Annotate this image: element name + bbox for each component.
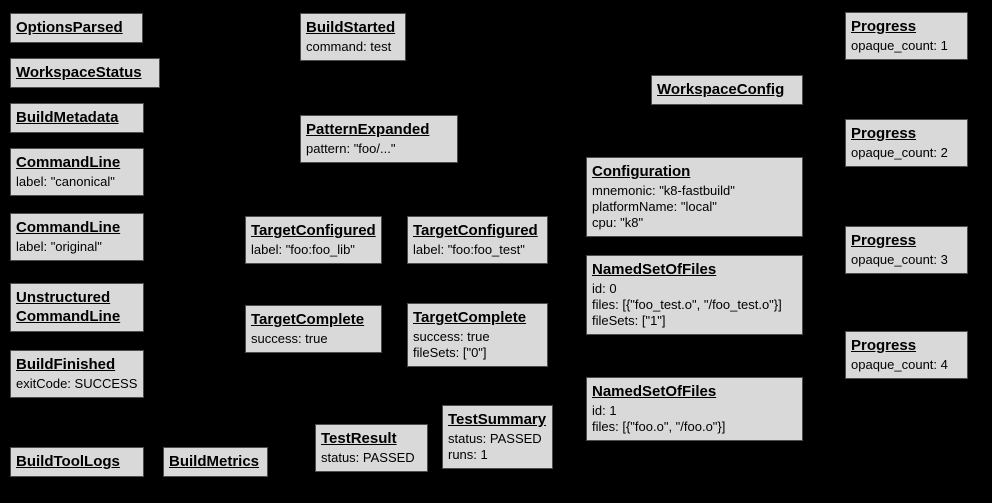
event-title: TargetComplete: [251, 311, 365, 328]
event-box-pattern-expanded: PatternExpanded pattern: "foo/...": [300, 115, 458, 163]
event-title: TargetConfigured: [413, 222, 538, 239]
event-fields: status: PASSED runs: 1: [448, 431, 542, 462]
event-box-build-tool-logs: BuildToolLogs: [10, 447, 144, 477]
event-title: PatternExpanded: [306, 121, 430, 138]
event-title: BuildFinished: [16, 356, 116, 373]
event-box-progress-2: Progress opaque_count: 2: [845, 119, 968, 167]
event-box-target-configured-foo-test: TargetConfigured label: "foo:foo_test": [407, 216, 548, 264]
event-title: CommandLine: [16, 154, 121, 171]
event-fields: id: 1 files: [{"foo.o", "/foo.o"}]: [592, 403, 726, 434]
event-title: BuildToolLogs: [16, 453, 120, 470]
event-fields: id: 0 files: [{"foo_test.o", "/foo_test.…: [592, 281, 782, 328]
event-box-unstructured-command-line: Unstructured CommandLine: [10, 283, 144, 332]
event-title: WorkspaceConfig: [657, 81, 785, 98]
event-title: NamedSetOfFiles: [592, 383, 717, 400]
event-fields: label: "foo:foo_lib": [251, 242, 355, 257]
event-box-progress-1: Progress opaque_count: 1: [845, 12, 968, 60]
event-fields: label: "foo:foo_test": [413, 242, 525, 257]
event-box-build-started: BuildStarted command: test: [300, 13, 406, 61]
event-box-named-set-of-files-0: NamedSetOfFiles id: 0 files: [{"foo_test…: [586, 255, 803, 335]
event-fields: command: test: [306, 39, 392, 54]
event-fields: opaque_count: 3: [851, 252, 948, 267]
event-box-command-line-canonical: CommandLine label: "canonical": [10, 148, 144, 196]
event-title: Progress: [851, 337, 917, 354]
event-fields: exitCode: SUCCESS: [16, 376, 138, 391]
event-title: WorkspaceStatus: [16, 64, 142, 81]
event-title: Configuration: [592, 163, 691, 180]
event-title: TestSummary: [448, 411, 547, 428]
event-box-target-complete-foo-test: TargetComplete success: true fileSets: […: [407, 303, 548, 367]
event-box-target-complete-foo-lib: TargetComplete success: true: [245, 305, 382, 353]
event-fields: opaque_count: 2: [851, 145, 948, 160]
event-title: BuildStarted: [306, 19, 396, 36]
event-title: NamedSetOfFiles: [592, 261, 717, 278]
event-box-progress-3: Progress opaque_count: 3: [845, 226, 968, 274]
event-title: BuildMetadata: [16, 109, 119, 126]
event-box-workspace-status: WorkspaceStatus: [10, 58, 160, 88]
event-title: Progress: [851, 232, 917, 249]
event-fields: mnemonic: "k8-fastbuild" platformName: "…: [592, 183, 735, 230]
event-box-target-configured-foo-lib: TargetConfigured label: "foo:foo_lib": [245, 216, 382, 264]
event-box-build-metadata: BuildMetadata: [10, 103, 144, 133]
event-fields: success: true: [251, 331, 328, 346]
event-fields: opaque_count: 4: [851, 357, 948, 372]
event-box-build-metrics: BuildMetrics: [163, 447, 268, 477]
event-box-options-parsed: OptionsParsed: [10, 13, 143, 43]
event-title: Progress: [851, 125, 917, 142]
event-title: BuildMetrics: [169, 453, 260, 470]
event-fields: label: "canonical": [16, 174, 115, 189]
event-fields: opaque_count: 1: [851, 38, 948, 53]
event-box-test-result: TestResult status: PASSED: [315, 424, 428, 472]
event-fields: pattern: "foo/...": [306, 141, 396, 156]
event-box-build-finished: BuildFinished exitCode: SUCCESS: [10, 350, 144, 398]
event-box-workspace-config: WorkspaceConfig: [651, 75, 803, 105]
event-title: CommandLine: [16, 219, 121, 236]
event-box-test-summary: TestSummary status: PASSED runs: 1: [442, 405, 553, 469]
event-title: Progress: [851, 18, 917, 35]
event-fields: status: PASSED: [321, 450, 415, 465]
event-fields: label: "original": [16, 239, 102, 254]
event-box-progress-4: Progress opaque_count: 4: [845, 331, 968, 379]
event-box-configuration: Configuration mnemonic: "k8-fastbuild" p…: [586, 157, 803, 237]
event-title: TargetComplete: [413, 309, 527, 326]
event-title: OptionsParsed: [16, 19, 123, 36]
event-box-command-line-original: CommandLine label: "original": [10, 213, 144, 261]
event-fields: success: true fileSets: ["0"]: [413, 329, 490, 360]
event-title: Unstructured CommandLine: [16, 289, 121, 325]
event-title: TargetConfigured: [251, 222, 376, 239]
event-title: TestResult: [321, 430, 397, 447]
event-box-named-set-of-files-1: NamedSetOfFiles id: 1 files: [{"foo.o", …: [586, 377, 803, 441]
